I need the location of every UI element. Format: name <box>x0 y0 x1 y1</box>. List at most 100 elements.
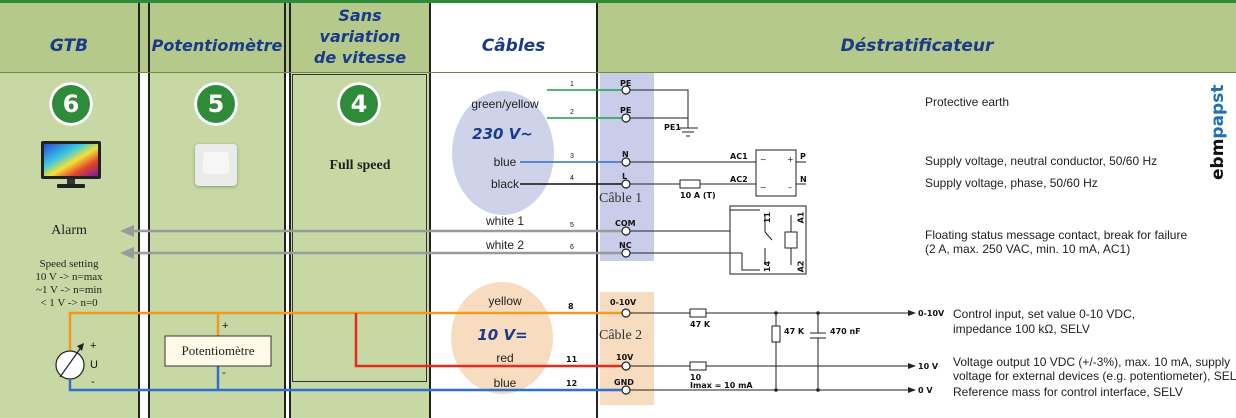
terminal-nc: NC <box>619 241 632 250</box>
gtb-title: GTB <box>49 36 89 56</box>
wire-num-6: 6 <box>570 244 574 251</box>
desc-vout-1: Voltage output 10 VDC (+/-3%), max. 10 m… <box>953 355 1231 369</box>
relay-a2: A2 <box>796 260 806 273</box>
divider-2 <box>148 3 150 418</box>
wire-label-blue: blue <box>493 155 517 169</box>
svg-text:~: ~ <box>760 183 767 192</box>
desc-control-1: Control input, set value 0-10 VDC, <box>953 307 1136 321</box>
divider-3 <box>284 3 286 418</box>
desc-control-2: impedance 100 kΩ, SELV <box>953 322 1090 336</box>
svg-text:+: + <box>787 155 794 164</box>
desc-status-1: Floating status message contact, break f… <box>925 228 1188 242</box>
meter-minus: - <box>91 376 95 388</box>
imax-label: Imax = 10 mA <box>690 381 753 390</box>
monitor-icon <box>40 140 102 190</box>
r1-label: 47 K <box>690 320 711 329</box>
logo-ebm: ebm <box>1208 138 1228 180</box>
destrat-header-band <box>598 3 1236 72</box>
speed-setting-line-2: ~1 V -> n=min <box>36 284 102 296</box>
meter-u: U <box>90 359 98 371</box>
desc-vout-2: voltage for external devices (e.g. poten… <box>953 369 1236 383</box>
voltmeter-circle <box>55 350 85 380</box>
potentiometer-device-icon <box>195 144 237 186</box>
desc-phase: Supply voltage, phase, 50/60 Hz <box>925 176 1098 190</box>
ac2-label: AC2 <box>730 175 748 184</box>
alarm-label: Alarm <box>51 223 87 238</box>
voltmeter-needle <box>59 345 83 378</box>
pot-minus: - <box>222 367 226 379</box>
wire-label-green-yellow: green/yellow <box>471 97 539 111</box>
potentiometre-box-label: Potentiomètre <box>181 343 255 358</box>
out-0v-label: 0 V <box>918 386 933 395</box>
terminal-n: N <box>622 150 629 159</box>
wire-num-2: 2 <box>570 109 574 116</box>
terminal-10v: 10V <box>616 353 634 362</box>
arrow-white1 <box>120 225 134 237</box>
potentiometre-box <box>164 335 272 367</box>
voltmeter-arrowhead <box>77 343 84 351</box>
pe1-label: PE1 <box>664 123 681 132</box>
desc-ref: Reference mass for control interface, SE… <box>953 385 1183 399</box>
divider-5 <box>429 3 431 418</box>
badge-5: 5 <box>194 82 238 126</box>
wire-red <box>354 313 626 368</box>
divider-6 <box>596 3 598 418</box>
r3-label: 10 <box>690 373 702 382</box>
speed-setting-title: Speed setting <box>39 258 99 270</box>
desc-status-2: (2 A, max. 250 VAC, min. 10 mA, AC1) <box>925 242 1131 256</box>
desc-neutral: Supply voltage, neutral conductor, 50/60… <box>925 154 1158 168</box>
sans-title-1: Sans <box>338 6 382 25</box>
pot-plus: + <box>222 320 229 332</box>
wire-num-3: 3 <box>570 153 574 160</box>
ac1-label: AC1 <box>730 152 748 161</box>
n-label: N <box>800 175 807 184</box>
full-speed-label: Full speed <box>329 158 391 173</box>
meter-plus: + <box>90 340 97 352</box>
cable2-label: Câble 2 <box>599 328 643 343</box>
terminal-pe-2: PE <box>620 106 632 115</box>
cap-label: 470 nF <box>830 327 861 336</box>
terminal-l: L <box>622 172 628 181</box>
wire-label-red: red <box>496 351 514 365</box>
header-band <box>0 3 430 72</box>
sans-title-2: variation <box>319 27 401 46</box>
wire-num-12: 12 <box>566 379 578 388</box>
divider-4 <box>289 3 291 418</box>
terminal-gnd: GND <box>614 378 634 387</box>
svg-text:–: – <box>788 183 792 192</box>
wire-num-8: 8 <box>568 302 574 311</box>
desc-protective-earth: Protective earth <box>925 95 1010 109</box>
wire-label-white2: white 2 <box>485 238 525 252</box>
voltage-230: 230 V~ <box>472 125 533 143</box>
wire-num-1: 1 <box>570 81 574 88</box>
out-10v-label: 10 V <box>918 362 939 371</box>
relay-a1: A1 <box>796 211 806 224</box>
out-ctrl-label: 0-10V <box>918 309 945 318</box>
wire-num-5: 5 <box>570 222 574 229</box>
wire-label-yellow: yellow <box>488 294 522 308</box>
cables-title: Câbles <box>481 36 546 56</box>
speed-setting-line-1: 10 V -> n=max <box>35 271 103 283</box>
voltage-10: 10 V= <box>477 326 528 344</box>
badge-6: 6 <box>49 82 93 126</box>
wire-label-white1: white 1 <box>485 214 525 228</box>
p-label: P <box>800 152 806 161</box>
destrat-title: Déstratificateur <box>840 36 994 56</box>
logo-papst: papst <box>1208 84 1228 139</box>
wire-num-4: 4 <box>570 175 574 182</box>
wire-yellow <box>68 311 626 350</box>
wire-num-11: 11 <box>566 355 578 364</box>
r2-label: 47 K <box>784 327 805 336</box>
cable1-label: Câble 1 <box>599 191 643 206</box>
wire-label-black: black <box>490 177 519 191</box>
top-border <box>0 0 1236 3</box>
ebmpapst-logo: ebmpapst <box>1208 80 1232 180</box>
arrow-white2 <box>120 247 134 259</box>
terminal-com: COM <box>615 219 636 228</box>
header-bottom-line <box>0 72 1236 73</box>
relay-14: 14 <box>763 260 773 273</box>
sans-inner-box <box>292 74 427 382</box>
wire-label-blue-gnd: blue <box>493 376 517 390</box>
wire-gnd <box>68 380 626 392</box>
